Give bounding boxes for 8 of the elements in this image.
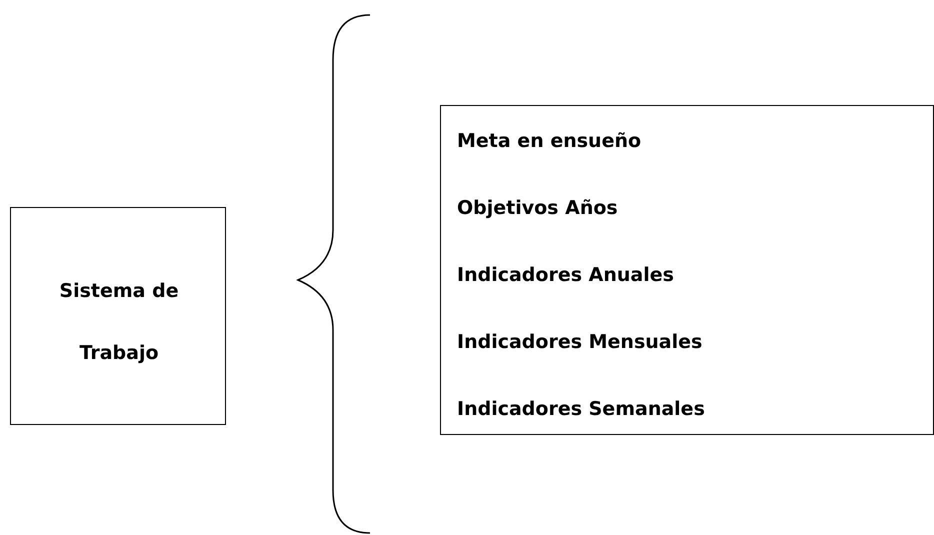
list-item: Indicadores Anuales <box>457 264 674 286</box>
text-box <box>10 207 226 425</box>
list-item: Indicadores Mensuales <box>457 331 702 353</box>
box-title: Sistema de Trabajo <box>58 279 180 366</box>
list-item: Meta en ensueño <box>457 130 642 152</box>
list-item: Indicadores Semanales <box>457 398 705 420</box>
text-box <box>440 105 934 435</box>
list-item: Objetivos Años <box>457 197 618 219</box>
